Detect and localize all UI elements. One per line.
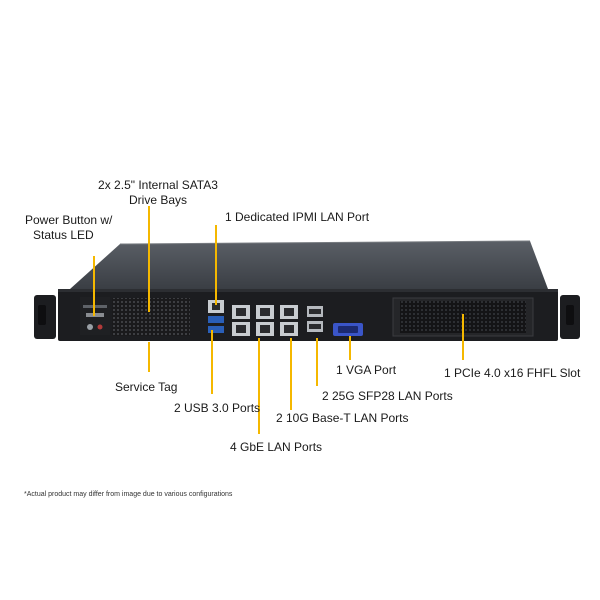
disclaimer-footnote: *Actual product may differ from image du… — [24, 491, 233, 498]
rj45-port-block — [232, 305, 298, 336]
leader-line-usb — [211, 330, 213, 394]
status-led — [97, 324, 103, 330]
gbe-ports-label: 4 GbE LAN Ports — [230, 440, 323, 454]
leader-line-power-button — [93, 256, 95, 316]
service-tag-label: Service Tag — [115, 380, 178, 394]
pcie-slot-label: 1 PCIe 4.0 x16 FHFL Slot — [444, 366, 581, 380]
power-button-label-line1: Power Button w/ — [25, 213, 113, 227]
leader-line-ipmi — [215, 225, 217, 305]
usb-port — [208, 316, 224, 323]
usb-ports-label: 2 USB 3.0 Ports — [174, 401, 261, 415]
usb-port — [208, 326, 224, 333]
leader-line-10g — [290, 338, 292, 410]
leader-line-service-tag — [148, 342, 150, 372]
power-button-label: Power Button w/ Status LED — [25, 213, 112, 243]
power-button-label-line2: Status LED — [33, 228, 94, 242]
ipmi-port-label: 1 Dedicated IPMI LAN Port — [225, 210, 370, 224]
chassis-top-panel — [70, 241, 548, 289]
leader-line-drive-bays — [148, 206, 150, 312]
sfp28-ports-label: 2 25G SFP28 LAN Ports — [322, 389, 453, 403]
drive-bays-label: 2x 2.5" Internal SATA3 Drive Bays — [96, 178, 220, 208]
ten-g-ports-label: 2 10G Base-T LAN Ports — [276, 411, 409, 425]
vga-port-label: 1 VGA Port — [336, 363, 397, 377]
power-button — [87, 324, 93, 330]
leader-line-gbe — [258, 338, 260, 434]
drive-bays-label-line1: 2x 2.5" Internal SATA3 — [98, 178, 218, 192]
leader-line-vga — [349, 336, 351, 360]
leader-line-pcie — [462, 314, 464, 360]
leader-line-sfp28 — [316, 338, 318, 386]
drive-bays-label-line2: Drive Bays — [128, 193, 187, 207]
drive-bay-vent — [112, 298, 190, 336]
